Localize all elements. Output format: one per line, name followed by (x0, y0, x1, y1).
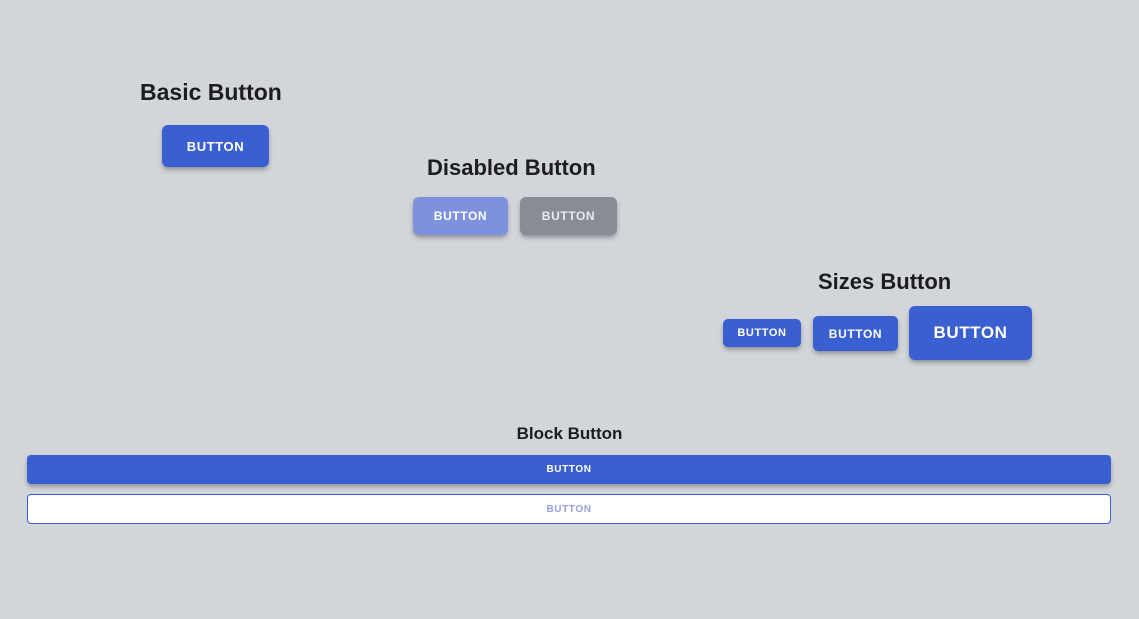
size-small-button[interactable]: BUTTON (723, 319, 801, 347)
size-large-button[interactable]: BUTTON (909, 306, 1032, 360)
block-contained-button[interactable]: BUTTON (27, 455, 1111, 484)
block-button-heading: Block Button (516, 424, 623, 443)
block-outlined-button[interactable]: BUTTON (27, 494, 1111, 524)
sizes-button-heading: Sizes Button (818, 269, 952, 294)
basic-button-heading: Basic Button (140, 79, 282, 105)
size-medium-button[interactable]: BUTTON (813, 316, 898, 351)
disabled-gray-button[interactable]: BUTTON (520, 197, 617, 235)
basic-button[interactable]: BUTTON (162, 125, 269, 167)
disabled-primary-button[interactable]: BUTTON (413, 197, 508, 235)
disabled-button-heading: Disabled Button (427, 155, 596, 180)
